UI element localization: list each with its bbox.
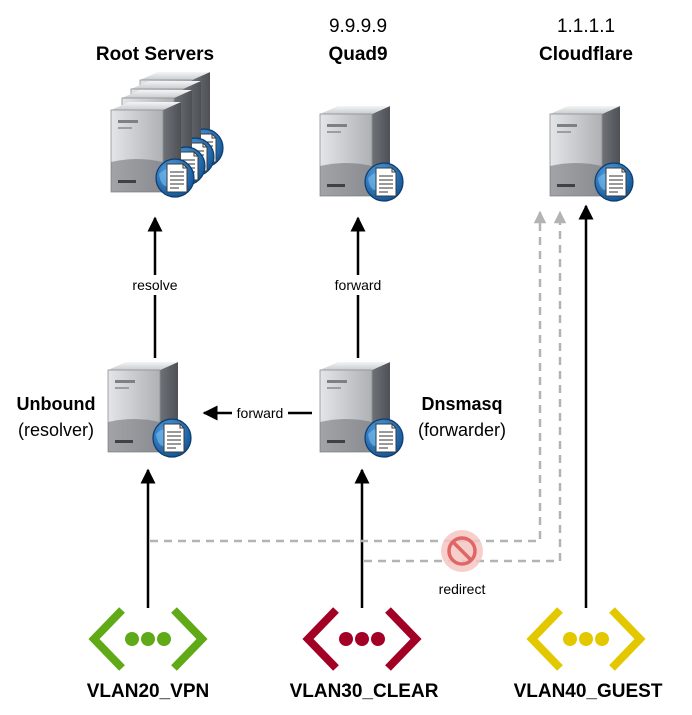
cloudflare-ip: 1.1.1.1 — [557, 16, 615, 37]
node-vlan20: VLAN20_VPN — [87, 610, 210, 702]
edges — [140, 204, 594, 608]
quad9-title: Quad9 — [328, 44, 387, 65]
dnsmasq-title: Dnsmasq — [421, 394, 502, 414]
unbound-title: Unbound — [17, 394, 96, 414]
node-vlan40: VLAN40_GUEST — [514, 610, 663, 702]
vlan20-title: VLAN20_VPN — [87, 681, 210, 702]
edge-redirect-vlan30 — [364, 210, 567, 563]
node-cloudflare: 1.1.1.1 Cloudflare — [539, 16, 634, 202]
dnsmasq-subtitle: (forwarder) — [418, 420, 506, 440]
root-servers-title: Root Servers — [96, 44, 214, 65]
server-icon — [319, 361, 404, 458]
network-chevrons-icon — [308, 610, 416, 668]
server-icon — [549, 105, 634, 202]
node-root-servers: Root Servers — [96, 44, 224, 198]
quad9-ip: 9.9.9.9 — [329, 16, 387, 37]
server-stack-icon — [110, 71, 224, 198]
edge-labels: resolve forward forward redirect — [124, 275, 485, 597]
server-icon — [319, 105, 404, 202]
node-quad9: 9.9.9.9 Quad9 — [319, 16, 404, 202]
cloudflare-title: Cloudflare — [539, 44, 633, 65]
node-dnsmasq: Dnsmasq (forwarder) — [319, 361, 506, 458]
edge-label-resolve: resolve — [132, 277, 177, 293]
server-icon — [107, 361, 192, 458]
node-vlan30: VLAN30_CLEAR — [290, 610, 439, 702]
edge-label-forward-quad9: forward — [335, 277, 382, 293]
network-chevrons-icon — [94, 610, 202, 668]
vlan40-title: VLAN40_GUEST — [514, 681, 663, 702]
blocked-icon — [441, 530, 483, 572]
vlan30-title: VLAN30_CLEAR — [290, 681, 439, 702]
edge-redirect-vlan20 — [150, 210, 547, 543]
network-chevrons-icon — [532, 610, 640, 668]
edge-label-redirect: redirect — [439, 581, 486, 597]
edge-label-forward-unbound: forward — [237, 405, 284, 421]
node-unbound: Unbound (resolver) — [17, 361, 192, 458]
unbound-subtitle: (resolver) — [18, 420, 94, 440]
